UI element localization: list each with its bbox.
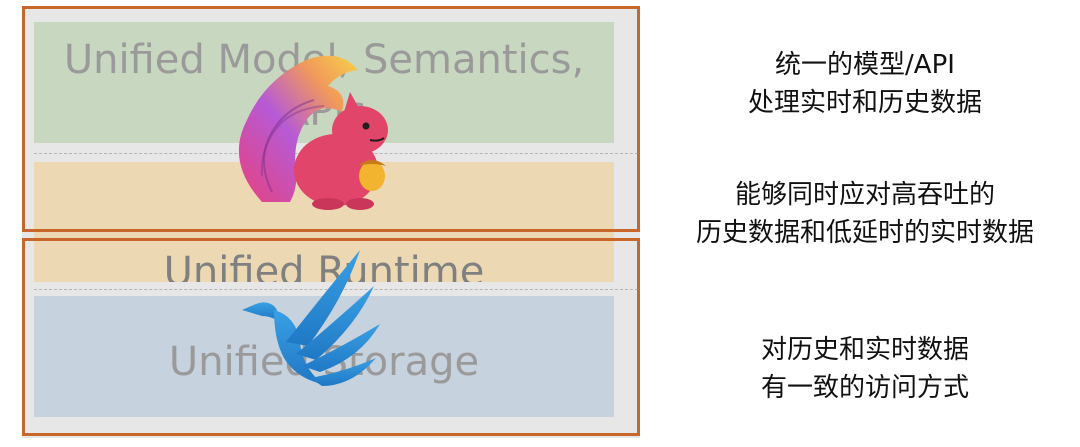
description-line: 统一的模型/API [775, 50, 955, 80]
blue-bird-logo-icon [242, 250, 380, 386]
description-line: 有一致的访问方式 [760, 373, 969, 403]
top-group-frame [22, 6, 640, 232]
runtime-description: 能够同时应对高吞吐的 历史数据和低延时的实时数据 [660, 176, 1070, 252]
description-line: 历史数据和低延时的实时数据 [695, 218, 1034, 248]
model-description: 统一的模型/API 处理实时和历史数据 [660, 46, 1070, 122]
flink-squirrel-logo-icon [238, 55, 388, 210]
description-line: 对历史和实时数据 [760, 335, 969, 365]
description-line: 处理实时和历史数据 [747, 88, 982, 118]
unified-runtime-label: Unified Runtime [163, 249, 485, 282]
storage-description: 对历史和实时数据 有一致的访问方式 [660, 331, 1070, 407]
bottom-group-frame [22, 238, 640, 436]
description-line: 能够同时应对高吞吐的 [734, 180, 995, 210]
